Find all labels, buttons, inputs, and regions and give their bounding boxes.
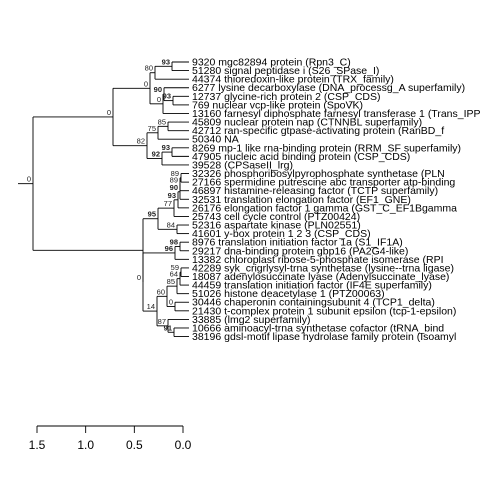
leaf-label: 51026 histone deacetylase 1 (PTZ00063) — [192, 288, 385, 300]
axis-tick-label: 1.5 — [29, 438, 46, 452]
leaf-label: 32531 translation elongation factor (EF1… — [192, 194, 411, 206]
leaf-label: 6277 lysine decarboxylase (DNA_processg_… — [192, 82, 465, 94]
support-value: 82 — [137, 137, 145, 146]
leaf-label: 13382 chloroplast ribose-5-phosphate iso… — [192, 254, 444, 266]
leaf-label: 33885 (lmg2 superfamily) — [192, 314, 310, 326]
support-value: 0 — [157, 95, 161, 104]
support-value: 93 — [162, 143, 170, 152]
leaf-label: 39528 (CPSaseII_lrg) — [192, 159, 293, 171]
support-value: 92 — [152, 150, 160, 159]
support-value: 89 — [171, 169, 179, 178]
leaf-label: 46897 histamine-releasing factor (TCTP s… — [192, 185, 438, 197]
support-value: 93 — [163, 92, 171, 101]
support-value: 89 — [170, 175, 178, 184]
support-value: 0 — [144, 79, 148, 88]
leaf-label: 27166 spermidine putrescine abc transpor… — [192, 177, 455, 189]
support-value: 93 — [168, 191, 176, 200]
leaf-label: 51280 signal peptidase i (S26_SPase_I) — [192, 65, 379, 77]
leaf-label: 8269 mp-1 like rna-binding protein (RRM_… — [192, 142, 461, 154]
leaf-label: 29217 dna-binding protein gbp16 (PA2G4-l… — [192, 245, 408, 257]
support-values: 9380939000857593928208989909377849598965… — [27, 57, 179, 332]
leaf-label: 8976 translation initiation factor 1a (S… — [192, 237, 403, 249]
leaf-label: 10666 aminoacyl-trna synthetase cofactor… — [192, 322, 444, 334]
leaf-label: 769 nuclear vcp-like protein (SpoVK) — [192, 99, 363, 111]
axis-tick-label: 0.0 — [175, 438, 192, 452]
leaf-label: 42289 syk_crigrlysyl-trna synthetase (ly… — [192, 262, 454, 274]
leaf-label: 21430 t-complex protein 1 subunit epsilo… — [192, 305, 456, 317]
axis-tick-label: 1.0 — [77, 438, 94, 452]
support-value: 91 — [164, 323, 172, 332]
leaf-label: 44459 translation initiation factor (IF4… — [192, 280, 432, 292]
leaf-label: 18087 adenylosuccinate lyase (Adenylsucc… — [192, 271, 449, 283]
leaf-label: 47905 nucleic acid binding protein (CSP_… — [192, 151, 410, 163]
support-value: 96 — [165, 244, 173, 253]
support-value: 85 — [158, 117, 166, 126]
support-value: 0 — [27, 175, 31, 184]
support-value: 84 — [167, 220, 175, 229]
support-value: 98 — [170, 237, 178, 246]
leaf-label: 25743 cell cycle control (PTZ00424) — [192, 211, 360, 223]
support-value: 87 — [158, 317, 166, 326]
support-value: 0 — [107, 108, 111, 117]
support-value: 90 — [154, 85, 162, 94]
scale-axis: 1.5 1.0 0.5 0.0 — [29, 438, 192, 452]
axis-tick-label: 0.5 — [126, 438, 143, 452]
support-value: 75 — [148, 124, 156, 133]
leaf-label: 52316 aspartate kinase (PLN02551) — [192, 220, 361, 232]
support-value: 85 — [167, 277, 175, 286]
support-value: 77 — [164, 199, 172, 208]
leaf-label: 30446 chaperonin containingsubunit 4 (TC… — [192, 297, 435, 309]
support-value: 0 — [169, 298, 173, 307]
support-value: 64 — [170, 270, 178, 279]
leaf-label: 32326 phosphoribosylpyrophosphate synthe… — [192, 168, 445, 180]
support-value: 93 — [162, 57, 170, 66]
support-value: 14 — [147, 302, 155, 311]
tree-branches — [18, 61, 189, 433]
support-value: 90 — [170, 183, 178, 192]
support-value: 0 — [137, 273, 141, 282]
leaf-label: 26176 elongation factor 1 gamma (GST_C_E… — [192, 202, 457, 214]
leaf-label: 42712 ran-specific gtpase-activating pro… — [192, 125, 444, 137]
support-value: 60 — [157, 287, 165, 296]
support-value: 59 — [171, 263, 179, 272]
leaf-label: 12737 glycine-rich protein 2 (CSP_CDS) — [192, 91, 381, 103]
leaf-label: 9320 mgc82894 protein (Rpn3_C) — [192, 57, 351, 69]
leaf-label: 13160 farnesyl diphosphate farnesyl tran… — [192, 108, 480, 120]
leaf-label: 38196 gdsl-motif lipase hydrolase family… — [192, 331, 456, 343]
leaf-label: 44374 thioredoxin-like protein (TRX_fami… — [192, 74, 394, 86]
leaf-labels: 9320 mgc82894 protein (Rpn3_C)51280 sign… — [192, 57, 480, 344]
support-value: 80 — [145, 64, 153, 73]
leaf-label: 41601 y-box protein 1 2 3 (CSP_CDS) — [192, 228, 371, 240]
leaf-label: 45809 nuclear protein nap (CTNNBL superf… — [192, 117, 422, 129]
support-value: 95 — [148, 210, 156, 219]
leaf-label: 50340 NA — [192, 134, 239, 146]
